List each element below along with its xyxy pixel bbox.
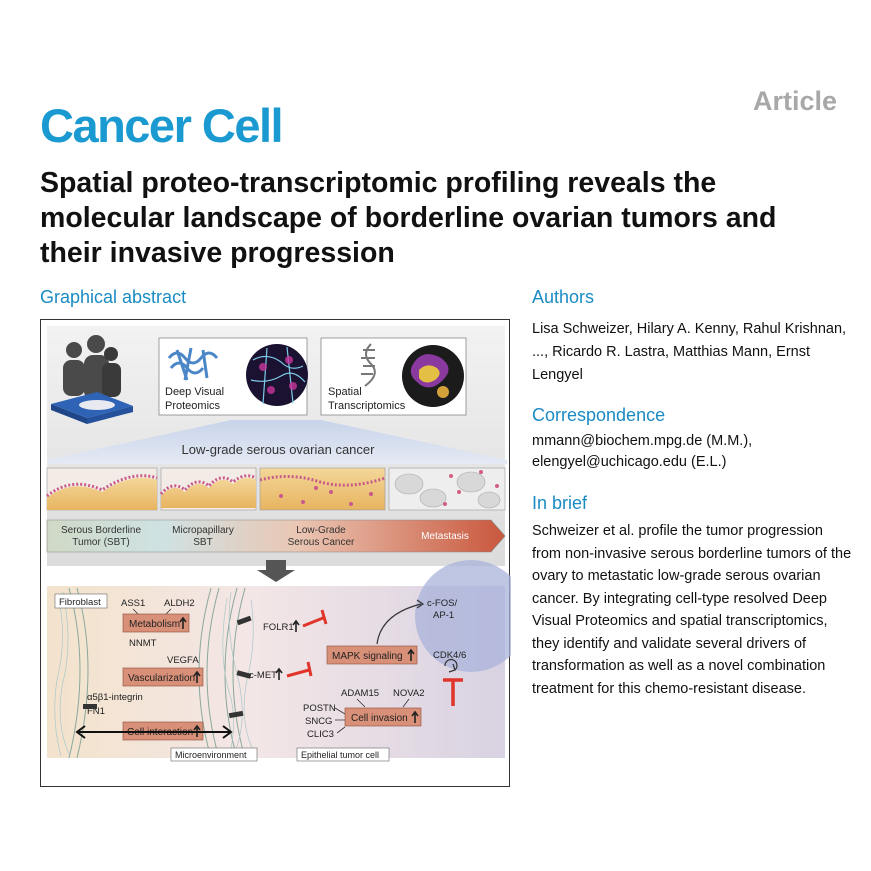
stage-3-line-1: Low-Grade: [296, 525, 346, 536]
microscopy-cells-icon: [246, 344, 308, 406]
dvp-panel: Deep Visual Proteomics: [158, 337, 308, 416]
st-label-2: Transcriptomics: [328, 400, 406, 412]
cmet-inhibitor-icon: [286, 661, 313, 678]
up-arrow-icon: [411, 710, 419, 723]
journal-name: Cancer Cell: [40, 99, 284, 152]
epithelial-label: Epithelial tumor cell: [301, 750, 379, 760]
extracellular-fibers: [54, 591, 254, 757]
down-arrow-icon: [257, 560, 295, 582]
rna-strand-icon: [361, 343, 376, 387]
authors-list: Lisa Schweizer, Hilary A. Kenny, Rahul K…: [532, 321, 847, 383]
integrin-label: α5β1-integrin: [87, 692, 143, 703]
cfos-label-2: AP-1: [433, 610, 454, 621]
membrane-receptors: [83, 615, 252, 719]
stage-3-line-2: Serous Cancer: [288, 537, 355, 548]
patients-silhouette-icon: [63, 335, 121, 400]
up-arrow-icon: [275, 667, 283, 680]
epithelial-tag: [296, 747, 390, 762]
vascularization-box: [122, 667, 204, 687]
aldh2-label: ALDH2: [164, 598, 195, 609]
up-arrow-icon: [179, 616, 187, 629]
cfos-label-1: c-FOS/: [427, 598, 457, 609]
metabolism-box: [122, 613, 190, 633]
microenvironment-tag: [170, 747, 258, 762]
fibroblast-label: Fibroblast: [59, 597, 101, 608]
band-title: Low-grade serous ovarian cancer: [182, 442, 376, 457]
up-arrow-icon: [407, 648, 415, 661]
sncg-label: SNCG: [305, 716, 332, 727]
cycle-icon: [444, 658, 458, 673]
dvp-label-2: Proteomics: [165, 400, 221, 412]
clic3-label: CLIC3: [307, 729, 334, 740]
graphical-abstract-heading: Graphical abstract: [40, 287, 187, 307]
tissue-slide-icon: [51, 392, 133, 424]
postn-label: POSTN: [303, 703, 336, 714]
histology-tile-lgsc: [259, 467, 386, 511]
fn1-label: FN1: [87, 706, 105, 717]
histology-tile-micropapillary: [159, 467, 257, 511]
vegfa-label: VEGFA: [167, 655, 199, 666]
nova2-label: NOVA2: [393, 688, 425, 699]
vascularization-label: Vascularization: [128, 673, 195, 684]
adam15-label: ADAM15: [341, 688, 379, 699]
folr1-inhibitor-icon: [302, 609, 328, 628]
cmet-label: c-MET: [249, 670, 277, 681]
in-brief-text: Schweizer et al. profile the tumor progr…: [532, 523, 852, 697]
progression-arrow: [46, 519, 506, 553]
protein-structure-icon: [167, 347, 219, 381]
correspondence-emails: mmann@biochem.mpg.de (M.M.), elengyel@uc…: [532, 431, 852, 473]
nnmt-label: NNMT: [129, 638, 157, 649]
graphical-abstract: Deep Visual Proteomics Spatial Transcrip…: [40, 319, 511, 787]
article-title: Spatial proteo-transcriptomic profiling …: [40, 167, 777, 269]
fan-band: [47, 420, 507, 464]
cdk46-inhibitor-icon: [443, 678, 463, 706]
stage-4-label: Metastasis: [421, 531, 469, 542]
authors-heading: Authors: [532, 287, 595, 307]
folr1-label: FOLR1: [263, 622, 294, 633]
in-brief-heading: In brief: [532, 493, 588, 513]
stage-2-line-1: Micropapillary: [172, 525, 234, 536]
mapk-label: MAPK signaling: [332, 651, 403, 662]
stage-1-line-2: Tumor (SBT): [72, 537, 129, 548]
histology-tile-sbt: [46, 467, 158, 511]
cell-invasion-box: [344, 707, 422, 727]
microenvironment-label: Microenvironment: [175, 750, 247, 760]
histology-tile-metastasis: [388, 467, 506, 511]
spatial-transcriptomics-panel: Spatial Transcriptomics: [320, 337, 467, 416]
cell-invasion-label: Cell invasion: [351, 713, 408, 724]
correspondence-heading: Correspondence: [532, 405, 666, 425]
up-arrow-icon: [292, 619, 300, 632]
cdk46-label: CDK4/6: [433, 650, 466, 661]
correspondence-email-lengyel[interactable]: elengyel@uchicago.edu (E.L.): [532, 454, 727, 470]
st-label-1: Spatial: [328, 386, 362, 398]
correspondence-email-mann[interactable]: mmann@biochem.mpg.de (M.M.),: [532, 433, 753, 449]
article-type-label: Article: [752, 86, 837, 116]
mapk-box: [326, 645, 418, 665]
stage-2-line-2: SBT: [193, 537, 212, 548]
dvp-label-1: Deep Visual: [165, 386, 224, 398]
graphical-abstract-figure: Deep Visual Proteomics Spatial Transcrip…: [46, 326, 511, 762]
fibroblast-tag: [54, 593, 108, 609]
ass1-label: ASS1: [121, 598, 145, 609]
nucleus-shape: [415, 560, 511, 672]
metabolism-label: Metabolism: [129, 619, 180, 630]
stage-1-line-1: Serous Borderline: [61, 525, 141, 536]
up-arrow-icon: [193, 670, 201, 683]
